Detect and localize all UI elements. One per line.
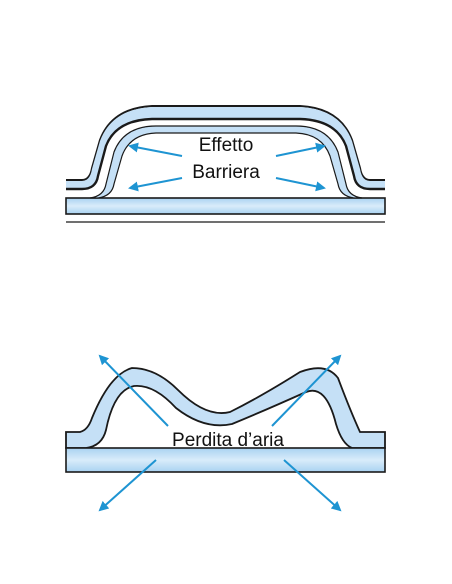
bottom-arrow-upper-left	[98, 354, 169, 427]
top-label-line-2: Barriera	[192, 162, 260, 183]
top-dome-outer	[66, 105, 385, 181]
top-arrow-upper-left	[128, 142, 183, 157]
top-panel: Effetto Barriera	[65, 105, 386, 223]
bottom-wave-film	[65, 367, 386, 449]
bottom-arrow-lower-right	[283, 459, 342, 512]
bottom-base-film	[65, 447, 386, 473]
bottom-arrow-upper-right	[271, 354, 342, 427]
bottom-arrow-lower-left	[98, 459, 157, 512]
top-dome-inner-film	[89, 125, 363, 199]
top-arrow-upper-right	[275, 142, 326, 157]
top-base-film	[65, 197, 386, 215]
bottom-panel: Perdita d’aria	[65, 354, 386, 512]
top-label-line-1: Effetto	[199, 135, 254, 156]
bottom-label: Perdita d’aria	[172, 430, 284, 451]
top-dome-middle	[66, 117, 385, 191]
top-arrow-lower-left	[128, 177, 183, 192]
top-arrow-lower-right	[275, 177, 326, 192]
